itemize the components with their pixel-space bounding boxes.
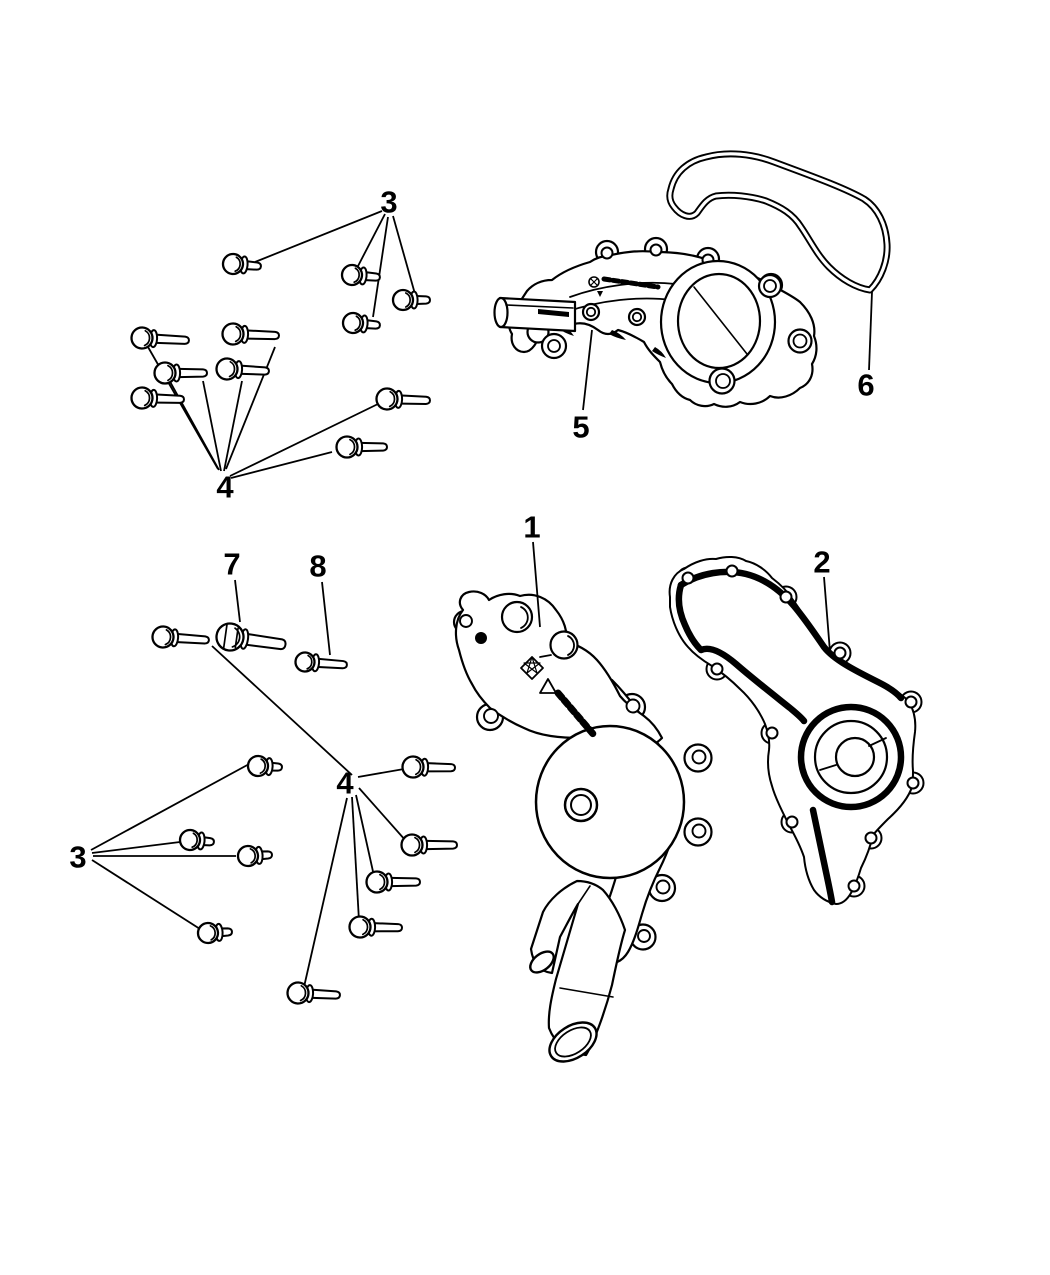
leader-line-1 — [532, 541, 541, 628]
callout-1: 1 — [523, 510, 540, 545]
bolt-upper-3 — [340, 263, 381, 287]
callout-4: 4 — [336, 766, 354, 801]
pump-upper-body — [454, 590, 664, 750]
leader-line-4 — [229, 402, 381, 477]
bolts — [130, 252, 458, 1005]
callout-7: 7 — [223, 547, 240, 582]
bolt-shaft — [310, 657, 348, 670]
inlet-pipe-opening — [493, 296, 509, 329]
bolt-lower-4 — [348, 915, 403, 939]
bolt-lower-3 — [196, 921, 233, 945]
bolt-upper-4 — [153, 361, 208, 385]
leader-line-4 — [167, 377, 220, 471]
bolt-lower-4 — [151, 625, 210, 649]
bolt-lower-4 — [365, 870, 421, 894]
callout-4: 4 — [216, 470, 234, 505]
callout-labels: 1 2 3 4 5 6 7 8 3 4 — [69, 185, 874, 875]
leader-line-8 — [321, 581, 331, 656]
water-pump — [452, 590, 713, 1063]
leader-line-4 — [202, 380, 222, 472]
bolt-shaft — [419, 761, 456, 773]
callout-3: 3 — [380, 185, 397, 220]
bolt-upper-4 — [335, 435, 388, 459]
water-inlet-tube — [493, 236, 818, 408]
bolt-upper-4 — [130, 326, 190, 350]
bolt-shaft — [393, 394, 431, 405]
small-outlet-opening — [529, 950, 555, 974]
leader-line-3 — [254, 210, 383, 263]
leader-line-5 — [582, 329, 593, 411]
bolt-lower-3 — [236, 844, 273, 868]
bolt-shaft — [383, 876, 421, 888]
leader-line-3 — [91, 841, 181, 854]
gasket-holes — [681, 564, 920, 893]
bolt-shaft — [239, 329, 280, 341]
leader-line-4 — [358, 787, 407, 842]
bolt-upper-4 — [221, 322, 280, 346]
casting-stamp — [588, 276, 661, 297]
inlet-detail-line — [565, 297, 673, 313]
bolt-lower-4 — [286, 981, 341, 1005]
leader-line-3 — [91, 859, 201, 930]
bolt-shaft — [366, 921, 403, 933]
callout-2: 2 — [813, 545, 830, 580]
bolt-upper-3 — [221, 252, 262, 276]
bolt-bolt-7 — [215, 622, 287, 652]
pump-dot-mark — [475, 632, 487, 644]
leader-line-3 — [90, 762, 252, 851]
shading — [652, 347, 666, 358]
pump-stamp-strip — [554, 689, 598, 739]
leader-line-6 — [868, 291, 873, 371]
bolt-shaft — [169, 632, 210, 645]
bolt-shaft — [148, 333, 190, 345]
gasket-center-hub — [834, 736, 876, 778]
leader-line-3 — [356, 213, 386, 269]
leader-line-3 — [372, 216, 389, 318]
bolt-upper-4 — [215, 357, 270, 381]
bolt-lower-3 — [178, 828, 215, 852]
bolt-upper-4 — [375, 387, 431, 411]
shading — [609, 330, 626, 340]
leader-line-4 — [230, 451, 333, 479]
leader-line-4 — [357, 768, 405, 778]
leader-line-2 — [823, 576, 831, 653]
leader-lines — [90, 210, 873, 988]
bolt-upper-4 — [130, 386, 185, 410]
callout-8: 8 — [309, 549, 326, 584]
callout-6: 6 — [857, 368, 874, 403]
shading — [538, 309, 569, 317]
pump-pentastar-mark — [520, 656, 544, 680]
leader-line-4 — [351, 796, 360, 922]
callout-3: 3 — [69, 840, 86, 875]
bolt-upper-3 — [341, 311, 381, 335]
bolt-shaft — [171, 367, 208, 379]
bolt-lower-3 — [246, 754, 283, 778]
bolt-shaft — [238, 632, 287, 651]
leader-line-3 — [392, 215, 416, 295]
pump-holes — [459, 614, 707, 943]
pump-hub-bore — [570, 794, 592, 816]
leader-line-4 — [303, 797, 348, 988]
bolt-upper-3 — [391, 288, 431, 312]
bolt-bolt-8 — [294, 651, 348, 673]
pump-body — [534, 724, 686, 880]
bolt-lower-4 — [401, 755, 456, 779]
leader-line-4 — [223, 380, 243, 472]
leader-line-4 — [355, 794, 375, 877]
inlet-detail-line — [569, 281, 677, 298]
large-outlet-opening — [548, 1021, 598, 1063]
water-pump-gasket — [668, 555, 925, 906]
inlet-tube-seal — [666, 150, 891, 294]
callout-5: 5 — [572, 410, 589, 445]
leader-line-7 — [234, 579, 241, 623]
leader-line-4 — [211, 645, 353, 776]
bolt-lower-4 — [400, 833, 458, 857]
bolt-shaft — [418, 839, 458, 851]
pump-triangle-mark — [539, 678, 557, 694]
